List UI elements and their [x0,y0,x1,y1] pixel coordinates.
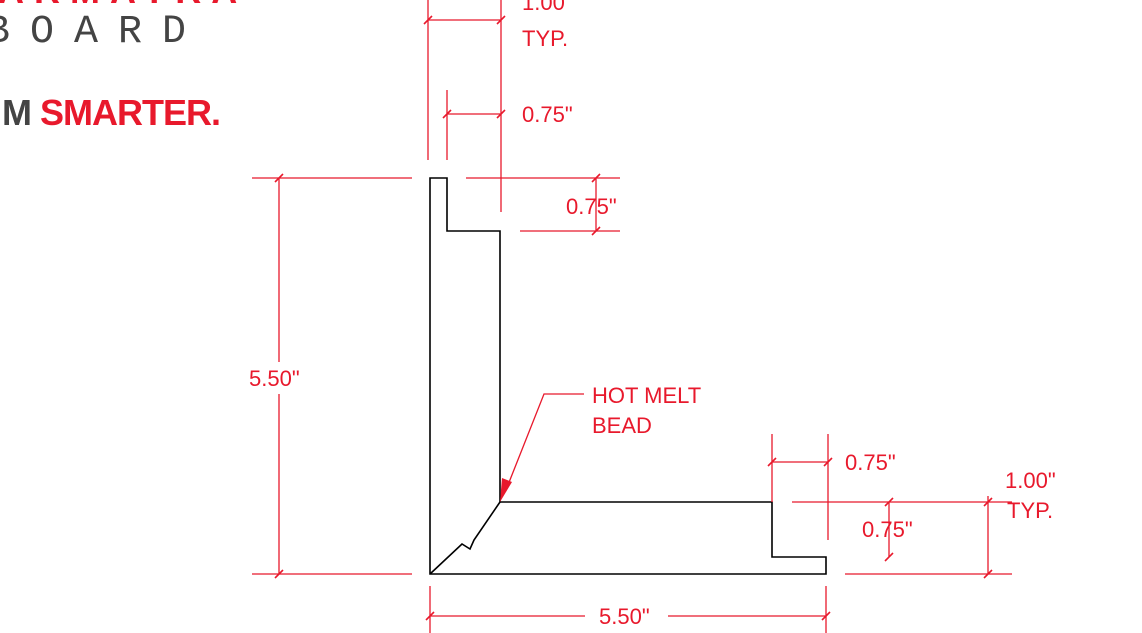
label-right-top: 0.75" [845,450,896,475]
callout-line-1: HOT MELT [592,383,701,408]
label-top-right: 0.75" [566,194,617,219]
label-right-typ-suffix: TYP. [1007,498,1053,523]
label-top-typ-suffix: TYP. [522,26,568,51]
tick [823,457,833,467]
tagline-prefix: M [2,92,32,133]
tick [274,173,284,183]
dimension-ticks [274,15,993,621]
tick [983,569,993,579]
callout-line-2: BEAD [592,413,652,438]
tick [591,173,601,183]
label-top-typ-value: 1.00" [522,0,573,15]
tick [496,15,506,25]
label-right-inner: 0.75" [862,517,913,542]
tick [884,552,894,562]
profile-outline [429,177,827,575]
l-profile-shape [429,177,827,575]
logo-word: BOARD [0,10,207,55]
tagline-accent: SMARTER. [40,92,221,133]
tick [425,611,435,621]
tick [274,569,284,579]
label-left-height: 5.50" [249,366,300,391]
logo-top-partial: ARMATRA [0,0,247,12]
miter-joint-line [429,501,501,575]
company-logo: ARMATRA BOARD M SMARTER. [0,0,240,140]
hot-melt-leader [500,393,584,502]
tick [442,109,452,119]
tick [496,109,506,119]
leader-line [505,393,584,491]
label-right-typ-value: 1.00" [1005,468,1056,493]
tick [821,611,831,621]
dimension-labels: 1.00" TYP. 0.75" 0.75" 5.50" 5.50" 0.75"… [249,0,1056,629]
tick [767,457,777,467]
logo-tagline: M SMARTER. [2,92,221,134]
tick [884,497,894,507]
tick [983,497,993,507]
leader-arrowhead [500,478,512,502]
label-bottom-width: 5.50" [599,604,650,629]
tick [591,226,601,236]
tick [423,15,433,25]
label-top-inner: 0.75" [522,102,573,127]
